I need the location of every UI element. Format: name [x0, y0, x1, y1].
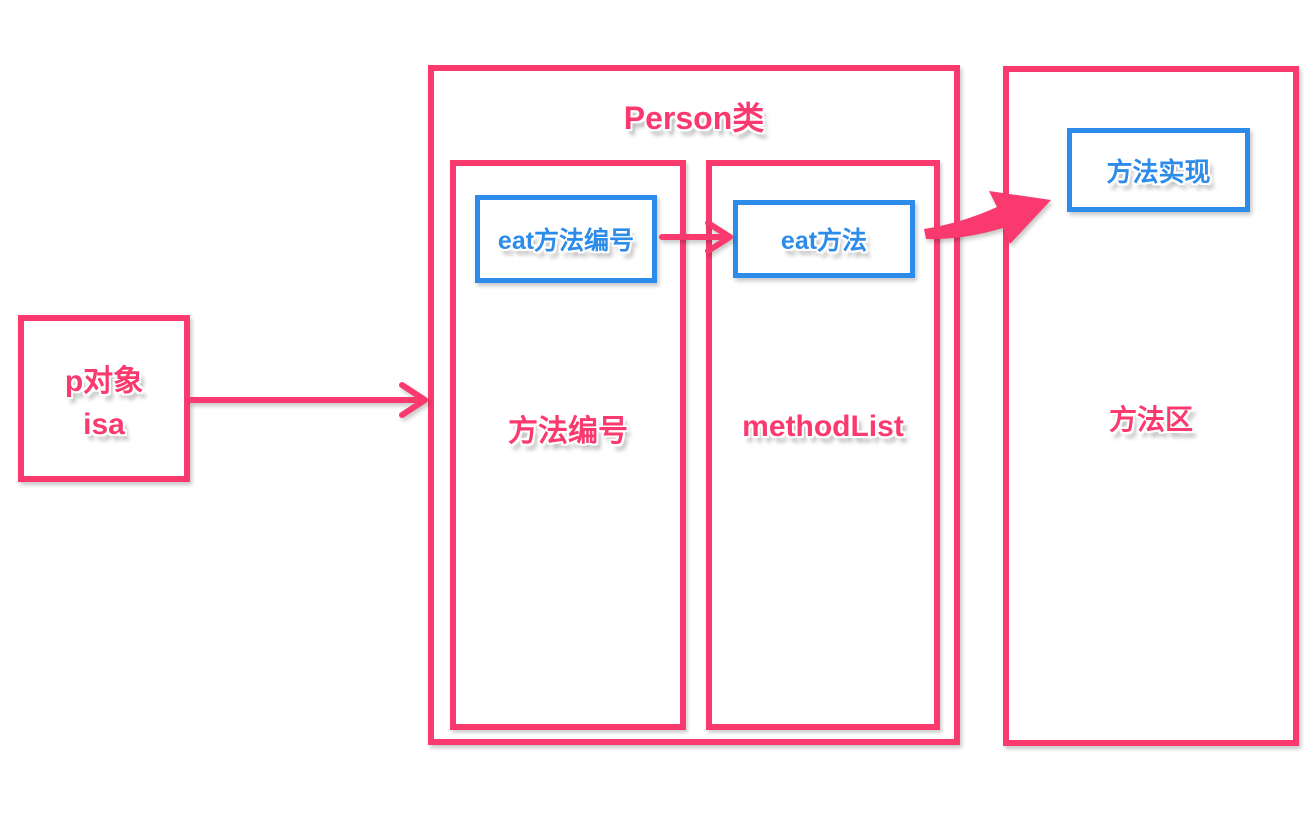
p-object-line1: p对象: [64, 364, 144, 398]
method-index-column-label: 方法编号: [508, 415, 628, 448]
method-implementation-label: 方法实现: [1106, 156, 1211, 187]
p-object-box: p对象 isa: [18, 315, 190, 482]
eat-method-label: eat方法: [780, 227, 868, 255]
method-index-column: eat方法编号 方法编号: [450, 160, 686, 730]
method-implementation-box: 方法实现: [1067, 128, 1250, 212]
method-list-column: eat方法 methodList: [706, 160, 940, 730]
p-object-text: p对象 isa: [24, 321, 184, 476]
method-area-box: 方法实现 方法区: [1003, 66, 1299, 746]
p-object-line2: isa: [83, 407, 125, 441]
eat-method-box: eat方法: [733, 200, 915, 278]
method-area-label: 方法区: [1108, 404, 1193, 435]
method-list-column-label: methodList: [742, 410, 904, 443]
person-class-box: Person类 eat方法编号 方法编号 eat方法 methodList: [428, 65, 960, 745]
person-class-title: Person类: [623, 100, 765, 136]
eat-method-index-label: eat方法编号: [497, 227, 635, 255]
isa-arrow: [188, 382, 428, 418]
eat-method-index-box: eat方法编号: [475, 195, 657, 283]
